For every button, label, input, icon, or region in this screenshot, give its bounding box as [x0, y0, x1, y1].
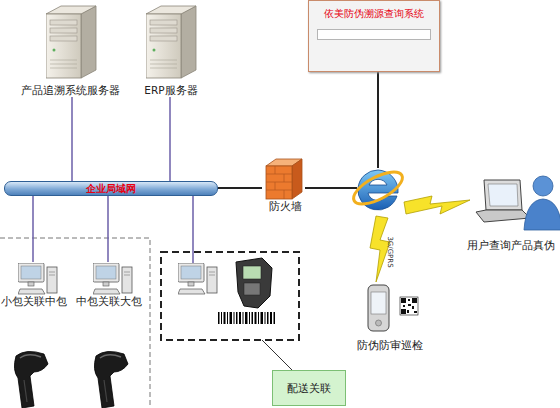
qr-module: [412, 306, 414, 309]
network-link: [71, 97, 73, 181]
qr-module: [407, 310, 409, 313]
server-node: ERP服务器: [130, 5, 212, 97]
callout-box: 配送关联: [272, 370, 346, 406]
barcode-scanner: [14, 351, 48, 408]
group-dashed-border: [161, 252, 299, 340]
phone-node: 防伪防审巡检: [345, 282, 435, 352]
network-link: [107, 196, 109, 262]
signal-label: 3G/GPRS: [386, 236, 394, 267]
wireless-bolt: [404, 196, 470, 214]
barcode-bar: [227, 312, 228, 324]
terminal-body: [236, 258, 272, 308]
network-wire: [377, 72, 379, 168]
browser-logo: [349, 166, 407, 211]
firewall-node: 防火墙: [262, 157, 308, 213]
barcode-bar: [267, 312, 269, 324]
user-node: 用户查询产品真伪: [461, 168, 560, 252]
barcode-bar: [258, 312, 259, 324]
network-link: [169, 97, 171, 181]
barcode-bar: [252, 312, 254, 324]
laptop-lid: [484, 180, 522, 210]
server-icon: [146, 6, 196, 78]
brick-lines: [266, 166, 292, 199]
user-icon: [524, 176, 560, 230]
node-label: 防伪防审巡检: [357, 339, 423, 352]
barcode-bar: [230, 312, 233, 324]
network-wire: [305, 187, 357, 189]
barcode-bar: [245, 312, 248, 324]
user-head: [533, 176, 553, 196]
network-wire: [192, 196, 194, 263]
node-label: 用户查询产品真伪: [467, 239, 555, 252]
qr-module: [403, 305, 405, 307]
pc-icon: [18, 263, 57, 294]
workstation-node: 中包关联大包: [75, 262, 143, 308]
network-band: 企业局域网: [4, 181, 218, 196]
node-label: ERP服务器: [144, 84, 197, 97]
barcode-bar: [224, 312, 226, 324]
phone-icon: [368, 285, 389, 331]
barcode-scanner: [94, 351, 128, 408]
server-node: 产品追溯系统服务器: [15, 5, 125, 97]
barcode-bar: [236, 312, 238, 324]
phone-screen: [371, 292, 386, 314]
barcode-bar: [234, 312, 235, 324]
firewall-icon: [266, 159, 302, 199]
laptop-screen: [488, 184, 518, 206]
barcode: [218, 312, 275, 324]
node-label: 配送关联: [287, 382, 331, 395]
firewall-side: [292, 159, 302, 199]
network-link: [218, 187, 262, 189]
search-input: [317, 29, 431, 40]
qr-frame: [400, 297, 418, 315]
pc-icon: [93, 263, 132, 294]
node-label: 小包关联中包: [1, 295, 67, 308]
workstation-node: 小包关联中包: [0, 262, 68, 308]
terminal-screen: [243, 266, 261, 279]
qr-finder: [401, 309, 406, 314]
terminal-keypad: [244, 283, 260, 295]
barcode-bar: [243, 312, 244, 324]
barcode-bar: [218, 312, 220, 324]
leader-line: [262, 340, 292, 370]
laptop-base: [476, 210, 530, 222]
server-icon: [46, 6, 96, 78]
barcode-bar: [239, 312, 241, 324]
barcode-bar: [249, 312, 250, 324]
web-window: 依美防伪溯源查询系统: [308, 0, 440, 72]
node-label: 中包关联大包: [76, 295, 142, 308]
barcode-bar: [270, 312, 272, 324]
pc-icon: [178, 263, 217, 294]
qr-module: [408, 299, 410, 301]
barcode-bar: [221, 312, 222, 324]
firewall-front: [266, 166, 292, 199]
qr-module: [414, 311, 417, 313]
phone-button: [376, 320, 382, 326]
laptop-icon: [476, 180, 530, 222]
group-dashed-border: [0, 238, 150, 408]
barcode-bar: [255, 312, 257, 324]
barcode-bar: [274, 312, 276, 324]
logo-swoosh: [349, 166, 407, 211]
qr-code: [400, 297, 418, 315]
node-label: 防火墙: [269, 200, 302, 213]
qr-finder: [401, 298, 406, 303]
node-label: 企业局域网: [86, 183, 136, 195]
network-link: [32, 196, 34, 262]
user-body: [524, 199, 560, 230]
qr-module: [408, 304, 411, 306]
barcode-bar: [261, 312, 264, 324]
handheld-terminal: [236, 258, 272, 308]
node-label: 依美防伪溯源查询系统: [324, 8, 424, 20]
node-label: 产品追溯系统服务器: [21, 84, 120, 97]
barcode-bar: [265, 312, 266, 324]
phone-body: [368, 285, 389, 331]
qr-finder: [412, 298, 417, 303]
